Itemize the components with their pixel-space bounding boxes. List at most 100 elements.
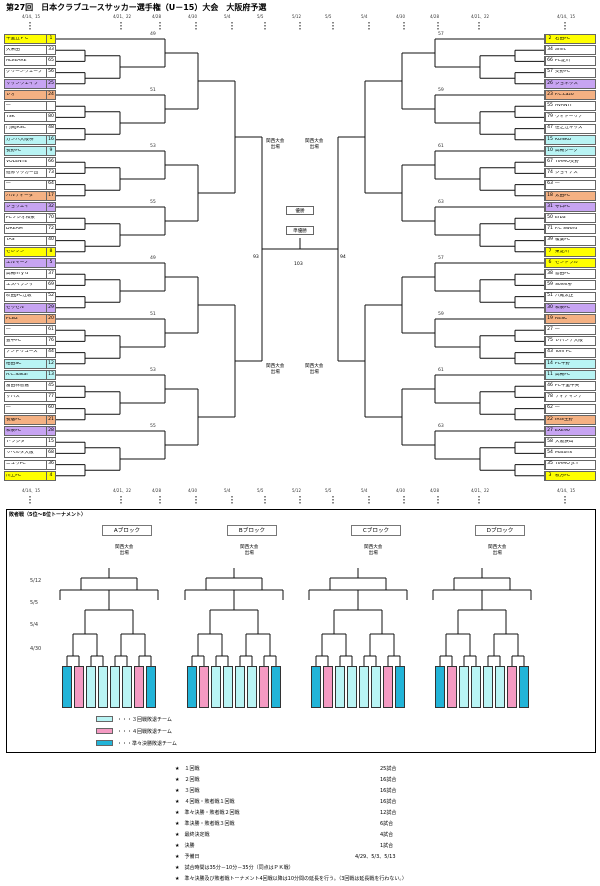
team-name: 川上FC <box>6 473 22 478</box>
team-name: ― <box>6 182 11 187</box>
consolation-slot-1-5 <box>247 666 257 708</box>
consolation-slot-1-4 <box>235 666 245 708</box>
consolation-slot-0-0 <box>62 666 72 708</box>
team-name: ジョネッス <box>555 81 578 86</box>
team-number: 59 <box>545 281 554 290</box>
team-name: T･フジタ <box>6 439 25 444</box>
consolation-slot-2-4 <box>359 666 369 708</box>
team-number: 17 <box>46 191 55 200</box>
kansai-label-left-upper: 関西大会出場 <box>266 139 285 151</box>
team-name: 交野FC <box>555 70 571 75</box>
consolation-slot-3-7 <box>519 666 529 708</box>
info-value-3: 16試合 <box>380 799 397 805</box>
team-name: 島田FC <box>555 271 571 276</box>
match-num-right: 59 <box>438 88 444 93</box>
date-header-top-10: 4/28 <box>430 14 439 19</box>
team-number: 16 <box>46 135 55 144</box>
team-number: 36 <box>46 460 55 469</box>
team-name: 和泉FC <box>555 305 571 310</box>
lower-date-0: 5/12 <box>30 578 42 584</box>
team-number: 1 <box>46 35 55 43</box>
team-number: 47 <box>545 124 554 133</box>
date-header-bottom-5: 5/5 <box>257 488 264 493</box>
date-header-bottom-0: 4/14、15 <box>22 488 41 493</box>
legend-label-2: ・・・準々決勝敗退チーム <box>117 741 177 747</box>
team-name: AVANTI <box>555 103 572 108</box>
team-number: 77 <box>46 393 55 402</box>
team-name: 千里丘ＦＣ <box>6 36 29 41</box>
team-number: 71 <box>545 225 554 234</box>
date-header-top-0: 4/14、15 <box>22 14 41 19</box>
team-name: DREAM <box>6 227 23 232</box>
team-name: FCソシオ和泉 <box>6 215 35 220</box>
right-team-33: 62― <box>544 403 596 414</box>
match-103: 103 <box>294 262 303 267</box>
consolation-slot-1-6 <box>259 666 269 708</box>
consolation-slot-1-1 <box>199 666 209 708</box>
team-name: ゼッセル <box>6 305 25 310</box>
date-header-top-7: 5/5 <box>325 14 332 19</box>
team-number: 78 <box>545 393 554 402</box>
team-number: 30 <box>545 303 554 312</box>
team-number: 5 <box>46 259 55 267</box>
team-number: 31 <box>545 203 554 211</box>
team-number: 68 <box>46 449 55 458</box>
team-name: amic <box>555 47 567 52</box>
kansai-label-right-lower: 関西大会出場 <box>305 364 324 376</box>
team-name: 大阪狭山 <box>555 439 574 444</box>
team-name: 榎葉FC <box>555 238 571 243</box>
consolation-slot-2-7 <box>395 666 405 708</box>
team-number: 55 <box>545 102 554 111</box>
consolation-section <box>6 509 596 753</box>
team-number: 32 <box>46 203 55 211</box>
team-name: 長野FC <box>6 148 22 153</box>
team-name: FC淀川 <box>555 59 571 64</box>
date-header-top-2: 4/28 <box>152 14 161 19</box>
legend-label-1: ・・・４回戦敗退チーム <box>117 729 172 735</box>
team-number <box>46 102 55 111</box>
team-number: 79 <box>545 113 554 122</box>
match-num-left: 53 <box>150 144 156 149</box>
team-name: KONKO <box>555 137 572 142</box>
match-num-left: 51 <box>150 88 156 93</box>
team-name: 久米田 <box>6 47 20 52</box>
consolation-slot-2-1 <box>323 666 333 708</box>
match-num-right: 63 <box>438 200 444 205</box>
consolation-slot-2-0 <box>311 666 321 708</box>
team-number: 56 <box>46 68 55 77</box>
date-header-bottom-4: 5/4 <box>224 488 231 493</box>
team-number: 34 <box>545 46 554 55</box>
team-number: 80 <box>46 113 55 122</box>
info-value-2: 16試合 <box>380 788 397 794</box>
team-number: 50 <box>545 214 554 223</box>
team-name: 豊中FC <box>6 339 22 344</box>
block-kansai-1: 関西大会出場 <box>240 545 259 557</box>
team-name: アンドリュース <box>6 350 38 355</box>
date-header-top-4: 5/4 <box>224 14 231 19</box>
team-name: A.C.Sakai <box>6 372 28 377</box>
consolation-slot-0-2 <box>86 666 96 708</box>
team-name: 吹田JFC江坂 <box>6 294 32 299</box>
lower-date-1: 5/5 <box>30 600 39 606</box>
